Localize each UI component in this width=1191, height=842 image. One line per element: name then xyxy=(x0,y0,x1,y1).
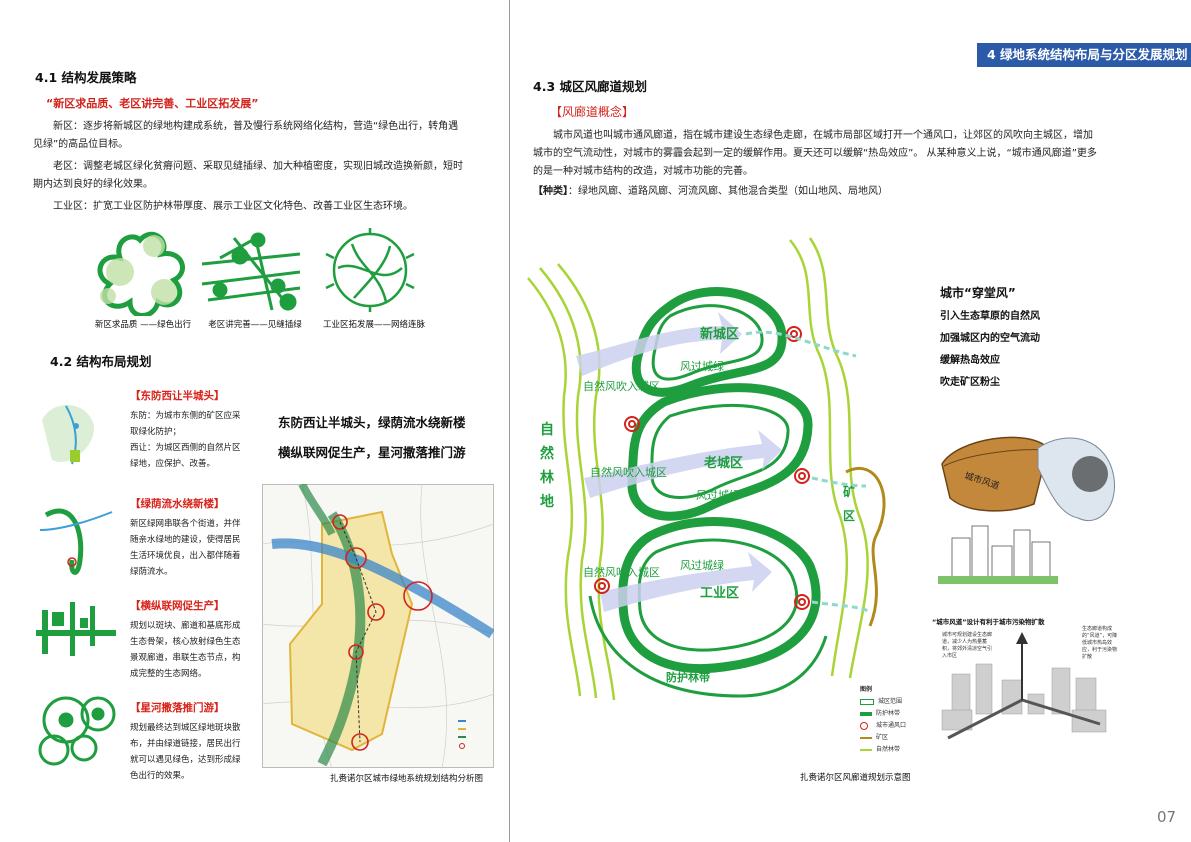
pass-green-label-3: 风过城绿 xyxy=(680,559,724,572)
strategy-title-2: 【绿荫流水绕新楼】 xyxy=(130,498,225,510)
paragraph-new-district: 新区：逐步将新城区的绿地构建成系统，普及慢行系统网络化结构，营造“绿色出行，转角… xyxy=(33,121,459,150)
mine-label: 矿区 xyxy=(843,485,856,523)
blow-in-label-3: 自然风吹入城区 xyxy=(583,566,660,579)
legend-item: 自然林带 xyxy=(860,744,920,756)
air-vents xyxy=(594,326,810,610)
section-4-3-title: 4.3 城区风廊道规划 xyxy=(533,79,647,94)
forest-label: 自然林地 xyxy=(540,422,554,510)
shelterbelt-label: 防护林带 xyxy=(666,671,710,684)
wind-map-legend: 图例 城区范围 防护林带 城市通风口 矿区 自然林带 xyxy=(860,684,920,756)
types-label: 【种类】 xyxy=(533,186,568,197)
wind-map-caption: 扎赉诺尔区风廊道规划示意图 xyxy=(800,773,911,783)
diagram-caption-industrial: 工业区拓发展——网络连脉 xyxy=(322,320,425,330)
concept-paragraph: 城市风道也叫城市通风廊道，指在城市建设生态绿色走廊，在城市局部区域打开一个通风口… xyxy=(533,130,1097,177)
legend-item: 城区范围 xyxy=(860,696,920,708)
section-4-2-title: 4.2 结构布局规划 xyxy=(50,354,152,369)
benefit-item: 加强城区内的空气流动 xyxy=(940,333,1040,344)
strategy-title-3: 【横纵联网促生产】 xyxy=(130,600,225,612)
new-district-label: 新城区 xyxy=(700,327,740,342)
types-text: ：绿地风廊、道路风廊、河流风廊、其他混合类型（如山地风、局地风） xyxy=(568,186,888,197)
benefits-list: 引入生态草原的自然风 加强城区内的空气流动 缓解热岛效应 吹走矿区粉尘 xyxy=(940,306,1040,394)
benefit-item: 吹走矿区粉尘 xyxy=(940,377,1000,388)
structure-map-caption: 扎赉诺尔区城市绿地系统规划结构分析图 xyxy=(330,774,484,784)
legend-item: 城市通风口 xyxy=(860,720,920,732)
strategy-title-1: 【东防西让半城头】 xyxy=(130,390,225,402)
industrial-district-diagram xyxy=(325,228,415,312)
paragraph-industrial-district: 工业区：扩宽工业区防护林带厚度、展示工业区文化特色、改善工业区生态环境。 xyxy=(53,201,413,212)
old-district-diagram xyxy=(201,232,301,311)
blow-in-label-2: 自然风吹入城区 xyxy=(590,466,667,479)
paragraph-old-district: 老区：调整老城区绿化贫瘠问题、采取见缝插绿、加大种植密度，实现旧城改造换新颜，短… xyxy=(33,161,463,190)
wind-corridor-map xyxy=(527,237,886,701)
legend-title: 图例 xyxy=(860,686,873,693)
strategy-title-4: 【星河撒落推门游】 xyxy=(130,702,225,714)
thumb-grid-network xyxy=(36,602,116,656)
strategy-text-3: 规划以斑块、廊道和基底形成生态骨架，核心放射绿色生态景观廊道，串联生态节点，构成… xyxy=(130,621,241,679)
wind-diagram-title: “城市风道”设计有利于城市污染物扩散 xyxy=(932,618,1045,626)
diagram-caption-new: 新区求品质 ——绿色出行 xyxy=(94,320,192,330)
diagram-caption-old: 老区讲完善——见缝插绿 xyxy=(208,320,302,330)
pass-green-label-1: 风过城绿 xyxy=(680,360,724,373)
thumb-green-water xyxy=(39,508,113,575)
chapter-banner: 4 绿地系统结构布局与分区发展规划 xyxy=(977,43,1191,67)
strategy-text-2: 新区绿网串联各个街道，并伴随亲水绿地的建设，使得居民生活环境优良，出入都伴随着绿… xyxy=(130,519,241,577)
blow-in-label-1: 自然风吹入城区 xyxy=(583,380,660,393)
section-4-1-title: 4.1 结构发展策略 xyxy=(35,70,137,85)
strategy-text-4: 规划最终达到城区绿地斑块散布，并由绿道链接，居民出行就可以遇见绿色，达到形成绿色… xyxy=(130,723,241,781)
strategy-text-1: 东防：为城市东侧的矿区应采取绿化防护；西让：为城区西侧的自然片区绿地，应保护、改… xyxy=(130,411,241,469)
wind-diagram-note-right: 生态廊道构成的“风道”，可降低城市热岛效应，利于污染物扩散 xyxy=(1082,626,1118,660)
concept-title: 【风廊道概念】 xyxy=(550,105,635,119)
wind-cartoon-illustration: 城市风道 xyxy=(938,436,1115,584)
types-line: 【种类】：绿地风廊、道路风廊、河流风廊、其他混合类型（如山地风、局地风） xyxy=(533,183,1093,201)
section-4-1-slogan: “新区求品质、老区讲完善、工业区拓发展” xyxy=(46,97,259,110)
structure-analysis-map xyxy=(262,484,494,768)
page-divider xyxy=(509,0,510,842)
thumb-east-west xyxy=(42,405,94,465)
old-district-label: 老城区 xyxy=(704,456,744,471)
new-district-diagram xyxy=(97,231,185,316)
legend-item: 矿区 xyxy=(860,732,920,744)
thumb-star-river xyxy=(38,696,116,766)
strategy-diagrams xyxy=(97,228,415,316)
page-number: 07 xyxy=(1157,808,1177,826)
strategy-thumbnails xyxy=(36,405,116,766)
wind-3d-diagram xyxy=(932,614,1116,744)
benefit-item: 引入生态草原的自然风 xyxy=(940,311,1040,322)
pass-green-label-2: 风过城绿 xyxy=(696,489,740,502)
legend-item: 防护林带 xyxy=(860,708,920,720)
industrial-label: 工业区 xyxy=(700,586,740,601)
benefits-title: 城市“穿堂风” xyxy=(940,286,1016,300)
slogan-poem: 东防西让半城头，绿荫流水绕新楼 横纵联网促生产，星河撒落推门游 xyxy=(278,415,466,460)
benefit-item: 缓解热岛效应 xyxy=(940,355,1000,366)
wind-diagram-note-left: 城市可规划建设生态廊道，减少人为热量蓄积，将郊外清凉空气引入市区 xyxy=(942,632,993,659)
